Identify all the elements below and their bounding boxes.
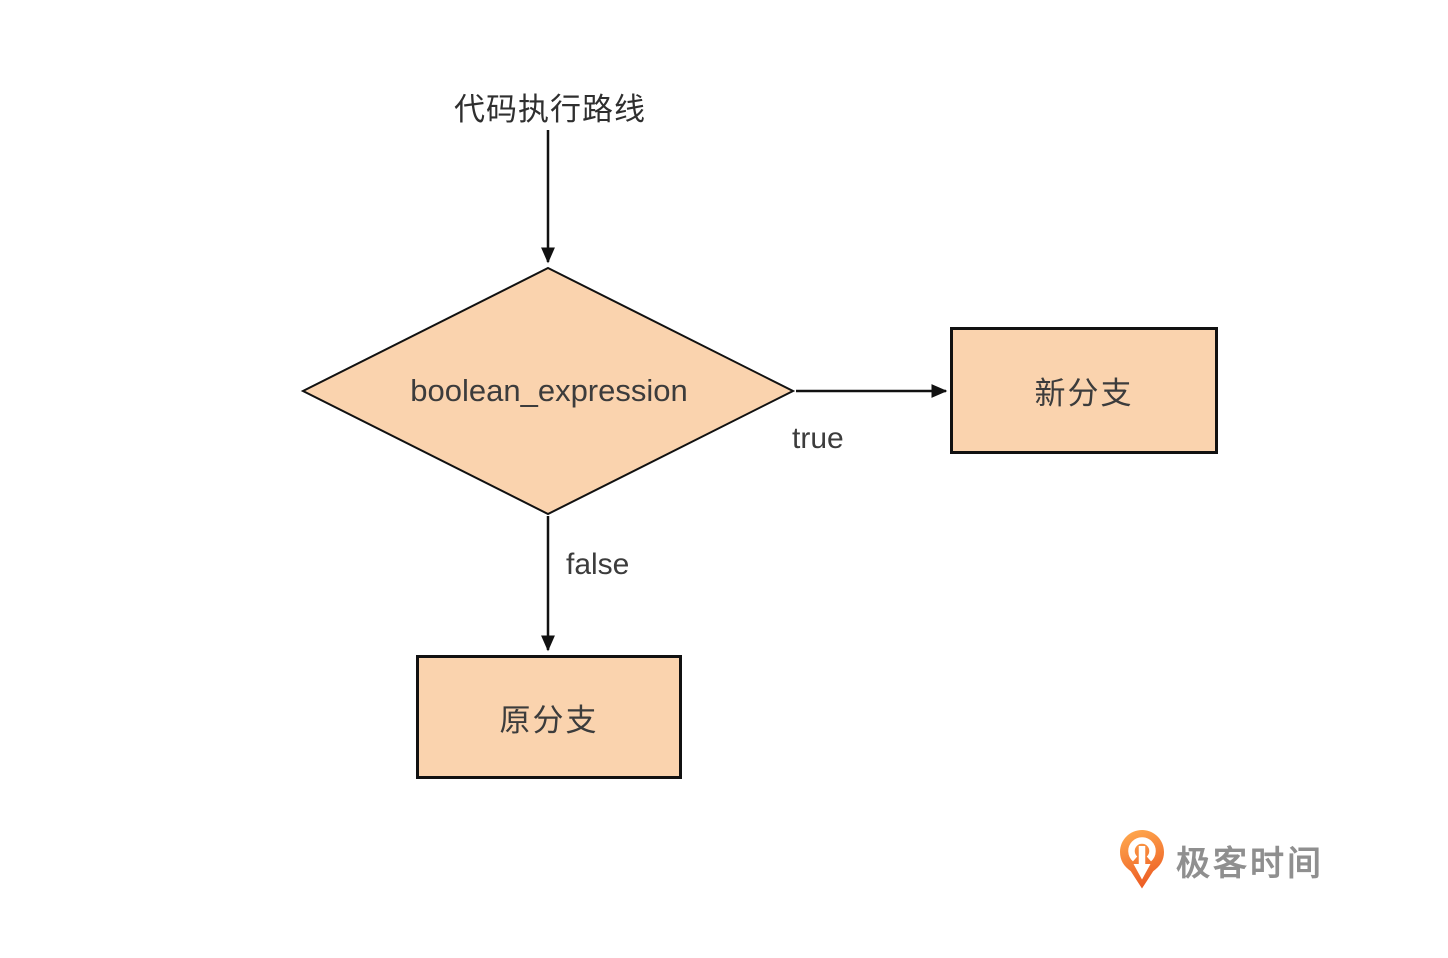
false-branch-node: 原分支 [416, 655, 682, 779]
geektime-pin-icon [1120, 830, 1164, 889]
decision-node-label: boolean_expression [410, 373, 688, 408]
true-edge-label: true [792, 422, 844, 455]
false-edge-label: false [566, 548, 630, 581]
geektime-logo: 极客时间 [1120, 830, 1324, 890]
diagram-title: 代码执行路线 [454, 92, 646, 127]
geektime-logo-text: 极客时间 [1176, 844, 1324, 883]
false-branch-node-label: 原分支 [499, 702, 599, 738]
true-branch-node-label: 新分支 [1034, 376, 1134, 411]
true-branch-node: 新分支 [950, 327, 1218, 454]
decision-diamond-shape [300, 266, 796, 516]
